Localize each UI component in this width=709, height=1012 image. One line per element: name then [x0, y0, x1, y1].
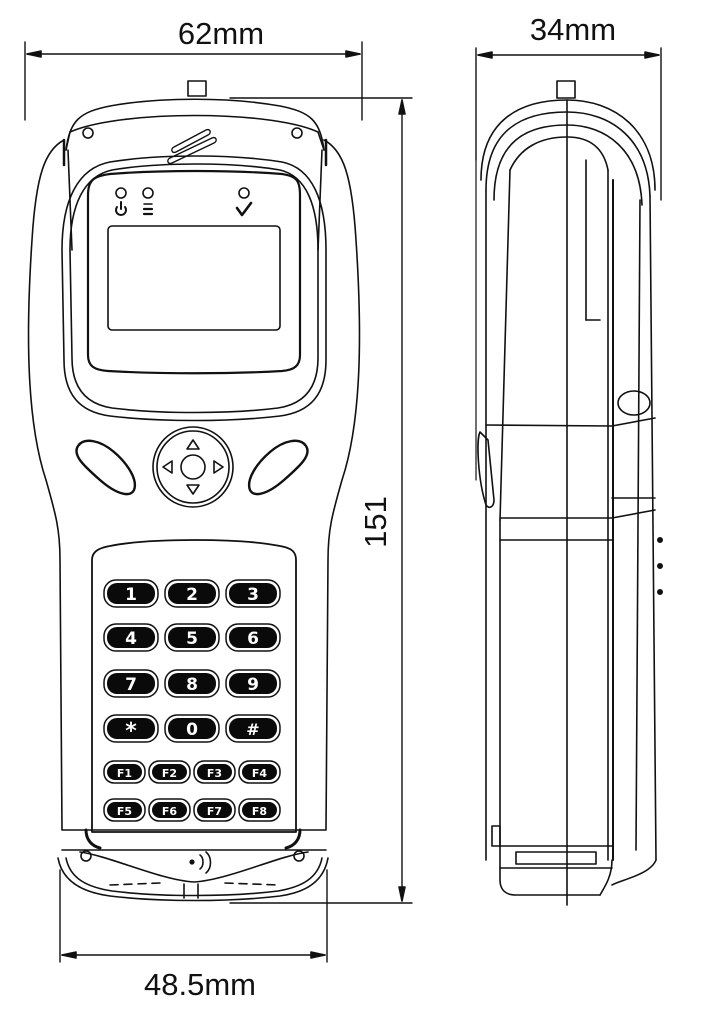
scanner-window-icon [167, 128, 217, 165]
key-0[interactable]: 0 [164, 714, 220, 743]
front-view [27, 80, 361, 902]
key-star[interactable]: * [103, 714, 159, 744]
dimension-side-depth [475, 47, 662, 201]
key-f5[interactable]: F5 [103, 798, 146, 822]
key-f2[interactable]: F2 [148, 760, 191, 784]
key-8[interactable]: 8 [164, 669, 220, 698]
key-label: F8 [252, 805, 267, 818]
key-label: 2 [186, 585, 198, 605]
side-trigger-button[interactable] [477, 431, 495, 508]
key-label: 3 [247, 585, 259, 605]
key-3[interactable]: 3 [225, 579, 281, 608]
key-1[interactable]: 1 [103, 579, 159, 608]
right-scan-button[interactable] [247, 439, 309, 496]
key-label: 9 [247, 675, 259, 695]
bottom-cap [57, 849, 329, 902]
key-f1[interactable]: F1 [103, 760, 146, 784]
key-label: 6 [247, 629, 259, 649]
dimension-front-width [24, 41, 363, 121]
led-ok [235, 187, 253, 217]
screen-bezel-inner [69, 163, 319, 414]
key-label: F1 [117, 767, 132, 780]
keypad-panel [91, 539, 297, 833]
dimension-bottom-width [59, 869, 328, 963]
key-label: F2 [162, 767, 177, 780]
side-antenna-nub [556, 80, 576, 99]
screw-top-right [291, 127, 303, 139]
lcd-display [107, 225, 281, 331]
key-f7[interactable]: F7 [193, 798, 236, 822]
bottom-width-label: 48.5mm [144, 967, 256, 1002]
antenna-nub [187, 80, 207, 97]
screw-bottom-right [293, 850, 305, 862]
height-label: 151 [358, 496, 393, 548]
nav-down-arrow-icon[interactable] [186, 484, 200, 495]
key-label: 5 [186, 629, 198, 649]
navigation-pad[interactable] [152, 426, 234, 508]
screen-bezel-outer [61, 155, 327, 422]
nav-up-arrow-icon[interactable] [186, 439, 200, 450]
key-label: F7 [207, 805, 222, 818]
key-f6[interactable]: F6 [148, 798, 191, 822]
key-label: F4 [252, 767, 268, 780]
nav-right-arrow-icon[interactable] [213, 460, 224, 474]
key-9[interactable]: 9 [225, 669, 281, 698]
key-label: F3 [207, 767, 222, 780]
key-7[interactable]: 7 [103, 669, 159, 698]
key-label: 4 [125, 629, 137, 649]
key-f4[interactable]: F4 [238, 760, 281, 784]
side-connector [491, 825, 501, 847]
key-6[interactable]: 6 [225, 623, 281, 652]
key-label: F5 [117, 805, 132, 818]
key-label: 0 [186, 720, 198, 740]
numeric-keypad: 1 2 3 4 5 6 7 8 9 * 0 # [103, 579, 281, 744]
side-view [475, 80, 663, 906]
nav-left-arrow-icon[interactable] [162, 460, 173, 474]
key-label: 1 [125, 585, 137, 605]
screen-frame [86, 169, 302, 375]
key-label: 7 [125, 675, 137, 695]
screw-bottom-left [80, 850, 92, 862]
led-power [115, 187, 127, 216]
key-hash[interactable]: # [225, 714, 281, 743]
function-keypad: F1 F2 F3 F4 F5 F6 F7 F8 [103, 760, 281, 822]
left-scan-button[interactable] [75, 439, 137, 496]
top-cap [65, 98, 325, 151]
center-select-button[interactable] [180, 454, 206, 480]
key-4[interactable]: 4 [103, 623, 159, 652]
key-label: * [125, 719, 137, 744]
key-5[interactable]: 5 [164, 623, 220, 652]
front-width-label: 62mm [178, 16, 264, 51]
led-battery [142, 187, 154, 216]
dimension-height [229, 97, 413, 904]
key-label: # [246, 720, 259, 739]
key-2[interactable]: 2 [164, 579, 220, 608]
key-f8[interactable]: F8 [238, 798, 281, 822]
key-label: 8 [186, 675, 198, 695]
key-label: F6 [162, 805, 178, 818]
key-f3[interactable]: F3 [193, 760, 236, 784]
side-grip-button[interactable] [617, 390, 651, 416]
side-depth-label: 34mm [530, 12, 616, 47]
screw-top-left [82, 127, 94, 139]
